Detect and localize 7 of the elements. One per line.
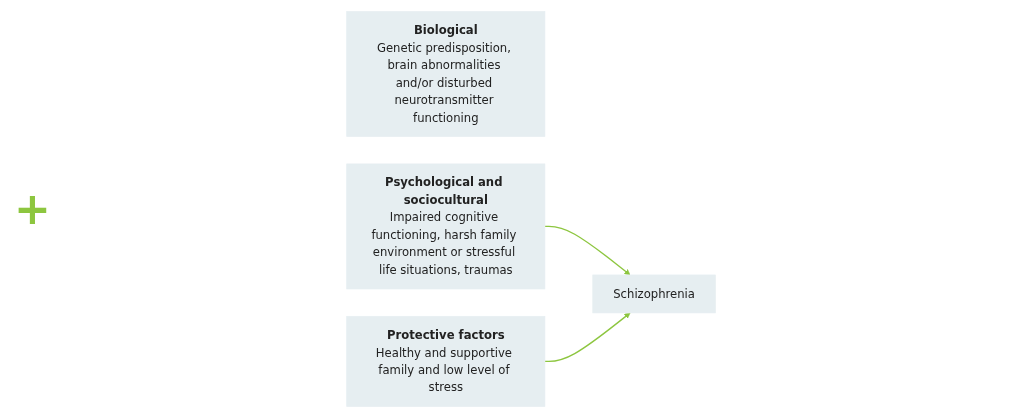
arrow xyxy=(544,225,631,276)
plus-sign: + xyxy=(14,187,51,231)
node-box: Psychological and sociocultural Impaired cognitive functioning, harsh family environment or stressful life situations, traumas xyxy=(346,163,546,290)
node-box: Schizophrenia xyxy=(592,274,716,314)
node-box: Protective factors Healthy and supportive family and low level of stress xyxy=(346,315,546,407)
arrow xyxy=(544,312,631,363)
node-box: Biological Genetic predisposition, brain abnormalities and/or disturbed neurotransmitter functioning xyxy=(346,11,546,137)
